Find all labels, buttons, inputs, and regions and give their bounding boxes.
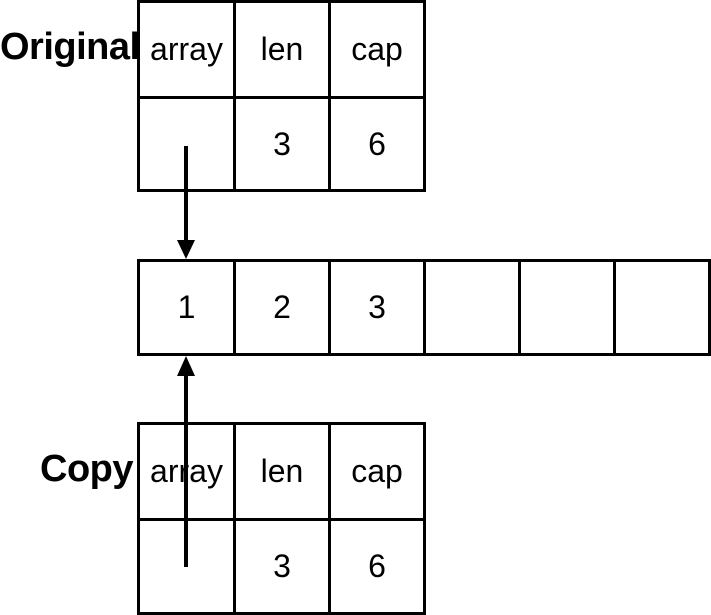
array-cell-0: 1 (137, 259, 236, 356)
original-label: Original (0, 26, 140, 68)
original-pointer-arrow (177, 146, 195, 259)
copy-label: Copy (40, 448, 134, 490)
copy-value-cap: 6 (328, 518, 426, 615)
original-value-len: 3 (233, 96, 331, 192)
copy-pointer-arrow (177, 356, 195, 567)
copy-header-cap: cap (328, 422, 426, 521)
copy-header-len: len (233, 422, 331, 521)
copy-value-len: 3 (233, 518, 331, 615)
array-cell-3 (423, 259, 521, 356)
array-cell-1: 2 (233, 259, 331, 356)
original-value-cap: 6 (328, 96, 426, 192)
array-cell-5 (613, 259, 711, 356)
original-header-len: len (233, 0, 331, 99)
